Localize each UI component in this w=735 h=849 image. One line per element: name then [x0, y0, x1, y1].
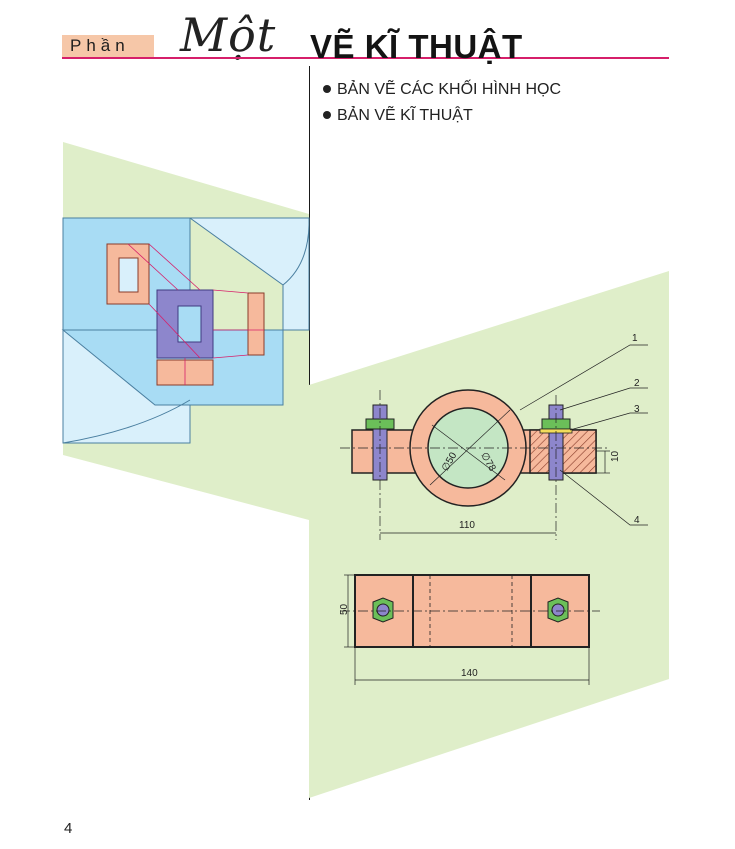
topic-item: BẢN VẼ KĨ THUẬT: [323, 104, 561, 128]
dim-length: 140: [461, 668, 478, 679]
page-title: VẼ KĨ THUẬT: [310, 28, 523, 65]
part-label: Phần: [62, 35, 154, 57]
header-rule: [62, 57, 669, 59]
callout-3: 3: [634, 404, 640, 415]
topic-list: BẢN VẼ CÁC KHỐI HÌNH HỌC BẢN VẼ KĨ THUẬT: [323, 78, 561, 130]
callout-1: 1: [632, 333, 638, 344]
dim-hole-spacing: 110: [459, 520, 475, 531]
callout-2: 2: [634, 378, 640, 389]
technical-drawing: [309, 271, 669, 798]
topic-item: BẢN VẼ CÁC KHỐI HÌNH HỌC: [323, 78, 561, 102]
callout-4: 4: [634, 515, 640, 526]
part-ordinal: Một: [180, 8, 277, 62]
projection-illustration: [61, 142, 310, 520]
page-number: 4: [64, 820, 73, 837]
dim-width: 50: [339, 603, 350, 615]
topic-label: BẢN VẼ KĨ THUẬT: [337, 107, 473, 124]
dim-height: 10: [610, 450, 621, 462]
topic-label: BẢN VẼ CÁC KHỐI HÌNH HỌC: [337, 81, 562, 98]
bullet-icon: [323, 111, 331, 119]
bullet-icon: [323, 85, 331, 93]
